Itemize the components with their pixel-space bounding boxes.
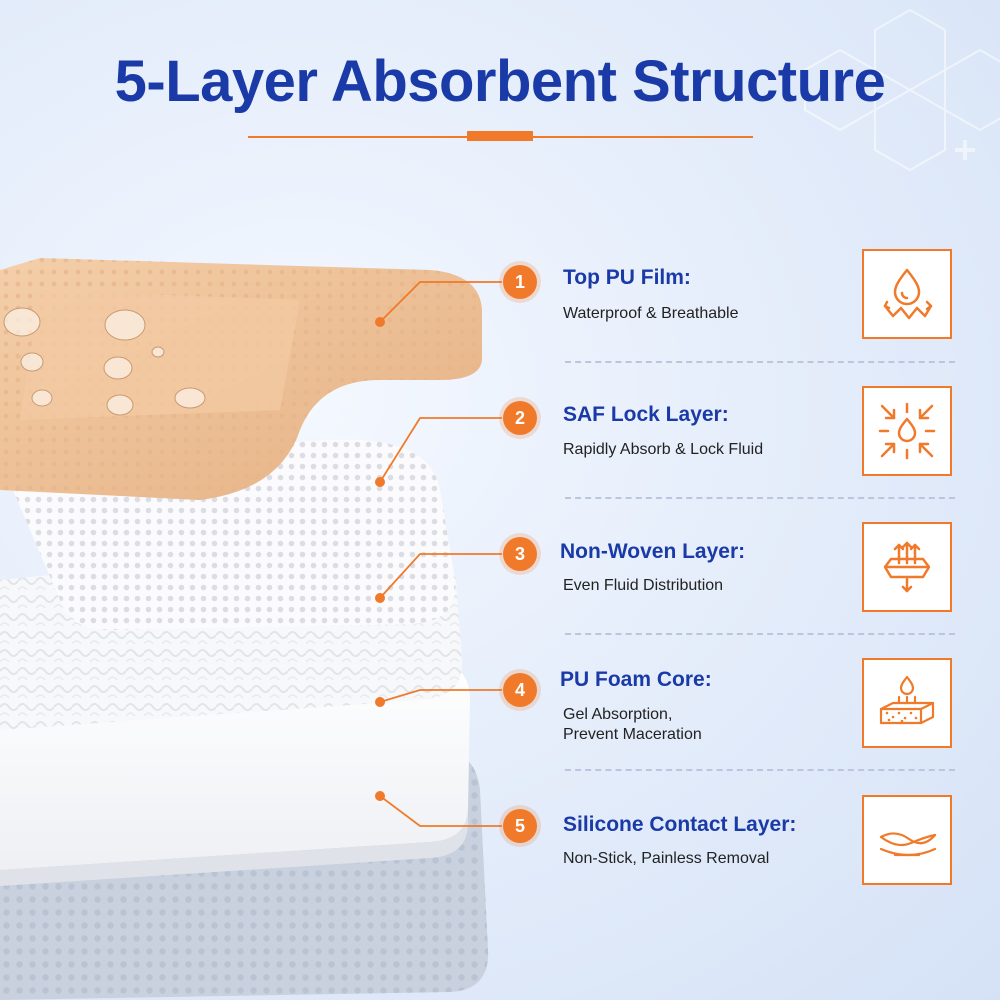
layer-number-badge: 5 bbox=[503, 809, 537, 843]
section-divider bbox=[565, 497, 955, 499]
feature-description: Prevent Maceration bbox=[563, 726, 702, 743]
water-drop-breathable-icon bbox=[862, 249, 952, 339]
hexagon-pattern-icon bbox=[804, 8, 1000, 172]
feature-description: Gel Absorption, bbox=[563, 706, 673, 723]
dressing-layers-illustration bbox=[0, 258, 489, 1000]
section-divider bbox=[565, 361, 955, 363]
top-pu-film-layer bbox=[0, 258, 482, 500]
feature-description: Even Fluid Distribution bbox=[563, 577, 724, 594]
feature-description: Waterproof & Breathable bbox=[563, 305, 739, 322]
layer-number-badge: 1 bbox=[503, 265, 537, 299]
fluid-distribution-icon bbox=[862, 522, 952, 612]
painless-removal-icon bbox=[862, 795, 952, 885]
feature-description: Rapidly Absorb & Lock Fluid bbox=[563, 441, 764, 458]
feature-title: Silicone Contact Layer: bbox=[563, 813, 797, 836]
layer-number-badge: 2 bbox=[503, 401, 537, 435]
layer-number-badge: 3 bbox=[503, 537, 537, 571]
feature-title: PU Foam Core: bbox=[560, 668, 712, 691]
feature-title: SAF Lock Layer: bbox=[563, 403, 729, 426]
title-underline-accent bbox=[467, 131, 533, 141]
feature-title: Non-Woven Layer: bbox=[560, 540, 746, 563]
section-divider bbox=[565, 633, 955, 635]
foam-absorption-icon bbox=[862, 658, 952, 748]
feature-description: Non-Stick, Painless Removal bbox=[563, 850, 770, 867]
page-title: 5-Layer Absorbent Structure bbox=[114, 49, 886, 114]
layer-number-badge: 4 bbox=[503, 673, 537, 707]
section-divider bbox=[565, 769, 955, 771]
feature-title: Top PU Film: bbox=[563, 266, 691, 289]
lock-fluid-icon bbox=[862, 386, 952, 476]
